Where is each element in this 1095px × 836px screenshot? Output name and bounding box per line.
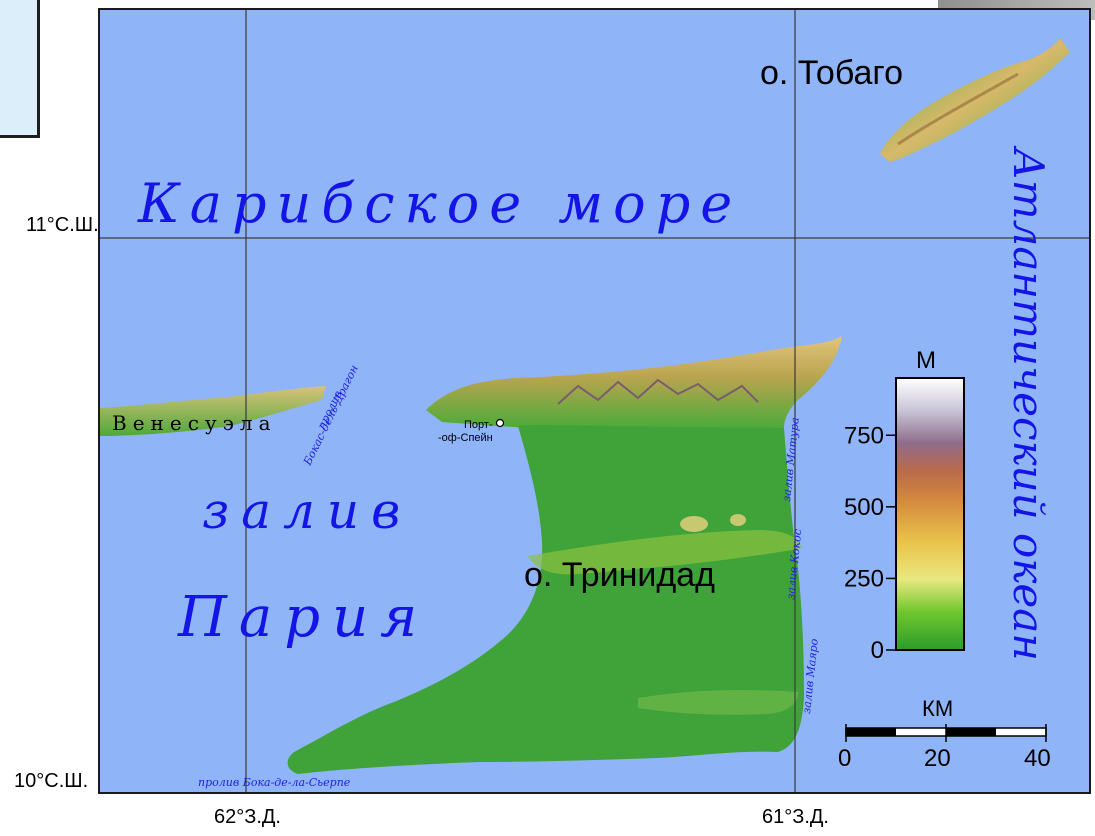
- range-peaks: [557, 378, 759, 405]
- southern-range: [638, 690, 798, 715]
- scale-label-20: 20: [924, 745, 951, 772]
- serpent-strait-label: пролив Бока-де-ла-Сьерпе: [198, 776, 351, 789]
- lat-label-11: 11°С.Ш.: [26, 214, 99, 236]
- gulf-paria-label-line1: залив: [202, 482, 412, 540]
- map: Карибское море залив Пария Атлантический…: [98, 8, 1091, 794]
- trinidad-island: [287, 425, 804, 774]
- port-of-spain-marker: [495, 418, 505, 428]
- lon-label-62: 62°З.Д.: [214, 806, 281, 828]
- venezuela-peninsula: [98, 386, 326, 436]
- tobago-label: о. Тобаго: [760, 54, 903, 92]
- venezuela-label: Венесуэла: [112, 411, 277, 435]
- lon-label-61: 61°З.Д.: [762, 806, 829, 828]
- elevation-legend-bar: [895, 377, 965, 651]
- trinidad-northern-range: [426, 336, 842, 428]
- scale-bar-unit: КМ: [922, 696, 953, 721]
- gulf-paria-label-line2: Пария: [177, 585, 429, 650]
- legend-tick-label: 0: [871, 637, 884, 664]
- legend-tick-label: 750: [844, 422, 884, 449]
- port-of-spain-label-line2: -оф-Спейн: [438, 432, 493, 444]
- elevation-legend-unit: М: [916, 347, 936, 374]
- hill-patch: [730, 514, 746, 526]
- scale-label-0: 0: [838, 745, 851, 772]
- central-range: [528, 530, 802, 575]
- map-frame-border: [98, 8, 1091, 794]
- atlantic-ocean-label: Атлантический океан: [1004, 145, 1053, 661]
- legend-tick-label: 500: [844, 494, 884, 521]
- scale-bar: [845, 724, 1047, 742]
- tobago-ridge: [897, 72, 1019, 146]
- caribbean-sea-label: Карибское море: [137, 172, 742, 235]
- inset-panel: [0, 0, 40, 138]
- port-of-spain-label-line1: Порт-: [464, 419, 493, 431]
- scale-label-40: 40: [1024, 745, 1051, 772]
- elevation-legend-ticks: 750 500 250 0: [844, 422, 896, 664]
- lat-label-10: 10°С.Ш.: [14, 770, 89, 792]
- tobago-island: [880, 38, 1070, 162]
- hill-patch: [680, 516, 708, 532]
- legend-tick-label: 250: [844, 565, 884, 592]
- trinidad-label: о. Тринидад: [524, 556, 715, 594]
